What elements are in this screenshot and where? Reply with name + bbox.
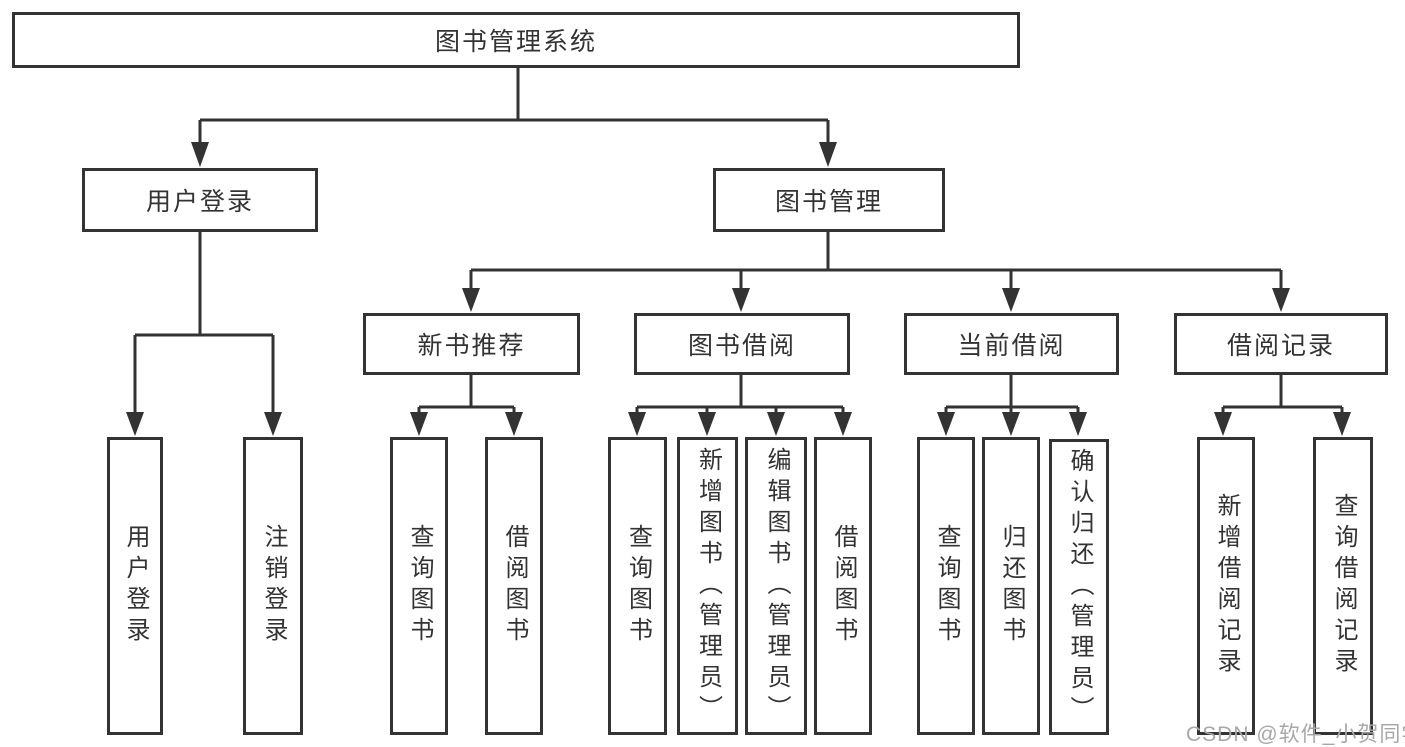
leaf-add-books-admin: 新增图书（管理员） bbox=[677, 437, 738, 735]
node-borrow-records: 借阅记录 bbox=[1174, 313, 1388, 375]
leaf-query-books-borrow: 查询图书 bbox=[608, 437, 667, 735]
node-current-borrow: 当前借阅 bbox=[904, 313, 1119, 375]
connector-new-book-recommend-to-children bbox=[410, 375, 523, 436]
leaf-return-books: 归还图书 bbox=[982, 437, 1040, 735]
connector-user-login-to-children bbox=[126, 232, 282, 436]
leaf-borrow-books-recommend: 借阅图书 bbox=[485, 437, 543, 735]
node-user-login: 用户登录 bbox=[82, 168, 318, 232]
leaf-query-books-current: 查询图书 bbox=[917, 437, 975, 735]
node-book-borrow: 图书借阅 bbox=[634, 313, 850, 375]
csdn-watermark: CSDN @软件_小贺同学 bbox=[1186, 723, 1405, 746]
connector-book-management-to-level3 bbox=[462, 232, 1290, 312]
leaf-edit-books-admin: 编辑图书（管理员） bbox=[745, 437, 807, 735]
leaf-query-borrow-record: 查询借阅记录 bbox=[1313, 437, 1373, 735]
leaf-add-borrow-record: 新增借阅记录 bbox=[1197, 437, 1255, 735]
node-new-book-recommend: 新书推荐 bbox=[363, 313, 580, 375]
connector-root-to-level2 bbox=[191, 68, 837, 167]
connector-book-borrow-to-children bbox=[628, 375, 852, 436]
connector-borrow-records-to-children bbox=[1214, 375, 1351, 436]
leaf-query-books-recommend: 查询图书 bbox=[390, 437, 448, 735]
connector-current-borrow-to-children bbox=[937, 375, 1087, 436]
leaf-logout-login: 注销登录 bbox=[243, 437, 303, 735]
node-book-management: 图书管理 bbox=[713, 168, 945, 232]
node-root-library-management-system: 图书管理系统 bbox=[12, 12, 1020, 68]
leaf-confirm-return-admin: 确认归还（管理员） bbox=[1049, 439, 1109, 735]
leaf-borrow-books: 借阅图书 bbox=[814, 437, 872, 735]
leaf-user-login: 用户登录 bbox=[107, 437, 163, 735]
